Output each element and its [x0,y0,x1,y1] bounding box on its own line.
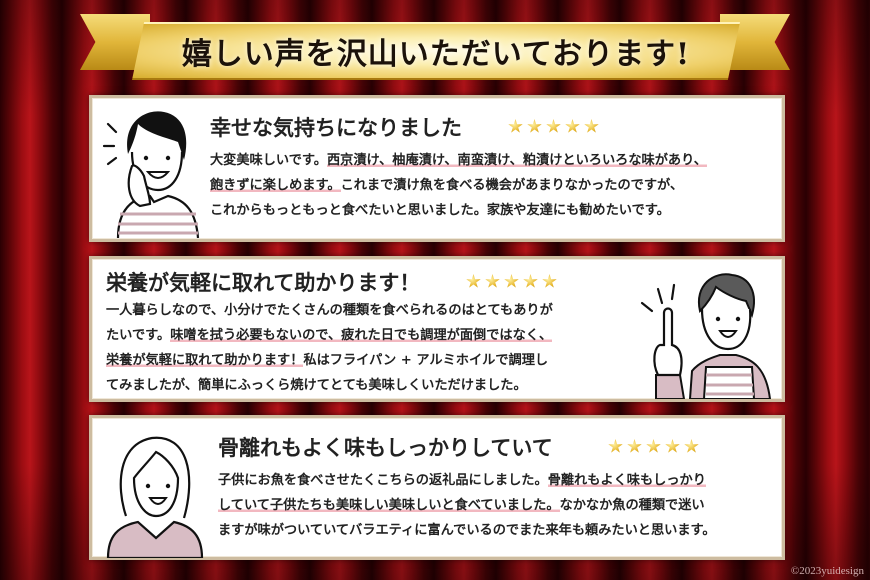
rating-stars [508,119,599,134]
star-icon [504,274,519,288]
avatar-man-pointing-icon [640,273,772,399]
ribbon-banner: 嬉しい声を沢山いただいております! [132,22,740,80]
review-card-3: 骨離れもよく味もしっかりしていて 子供にお魚を食べさせたくこちらの返礼品にしまし… [89,415,785,560]
star-icon [466,274,481,288]
review-text: てみましたが、簡単にふっくら焼けてとても美味しくいただけました。 [106,378,527,393]
review-text: これからもっともっと食べたいと思いました。家族や友達にも勧めたいです。 [210,203,670,218]
highlighted-text: 栄養が気軽に取れて助かります！ [106,353,304,368]
review-title: 幸せな気持ちになりました [210,115,462,140]
highlighted-text: 骨離れもよく味もしっかり [547,473,706,488]
star-icon [542,274,557,288]
star-icon [546,119,561,133]
star-icon [527,119,542,133]
star-icon [485,274,500,288]
star-icon [646,439,661,453]
review-title: 栄養が気軽に取れて助かります！ [106,270,421,295]
highlighted-text: 味噌を拭う必要もないので、疲れた日でも調理が面倒ではなく、 [170,328,553,343]
review-text: たいです。 [106,328,171,343]
review-body: 一人暮らしなので、小分けでたくさんの種類を食べられるのはとてもありが たいです。… [106,298,646,398]
review-text: 一人暮らしなので、小分けでたくさんの種類を食べられるのはとてもありが [106,303,553,318]
review-card-2: 栄養が気軽に取れて助かります！ 一人暮らしなので、小分けでたくさんの種類を食べら… [89,256,785,402]
review-text: 大変美味しいです。 [210,153,327,168]
star-icon [584,119,599,133]
star-icon [627,439,642,453]
review-text: 子供にお魚を食べさせたくこちらの返礼品にしました。 [218,473,548,488]
star-icon [565,119,580,133]
avatar-woman-long-hair-icon [106,436,204,558]
star-icon [523,274,538,288]
review-body: 子供にお魚を食べさせたくこちらの返礼品にしました。骨離れもよく味もしっかり して… [218,468,783,543]
review-title: 骨離れもよく味もしっかりしていて [218,435,553,460]
highlighted-text: 西京漬け、柚庵漬け、南蛮漬け、粕漬けといろいろな味があり、 [326,153,707,168]
rating-stars [608,439,699,454]
review-card-1: 幸せな気持ちになりました 大変美味しいです。西京漬け、柚庵漬け、南蛮漬け、粕漬け… [89,95,785,242]
review-body: 大変美味しいです。西京漬け、柚庵漬け、南蛮漬け、粕漬けといろいろな味があり、 飽… [210,148,780,223]
highlighted-text: 飽きずに楽しめます。 [210,178,341,193]
highlighted-text: していて子供たちも美味しい美味しいと食べていました。 [218,498,560,513]
review-text: これまで漬け魚を食べる機会があまりなかったのですが、 [340,178,684,193]
page-title: 嬉しい声を沢山いただいております! [181,37,691,72]
review-text: なかなか魚の種類で迷い [559,498,705,513]
rating-stars [466,274,557,289]
copyright-text: ©2023yuidesign [790,565,864,577]
star-icon [665,439,680,453]
review-text: ますが味がついていてバラエティに富んでいるのでまた来年も頼みたいと思います。 [218,523,716,538]
star-icon [508,119,523,133]
avatar-woman-hand-on-cheek-icon [102,111,200,238]
title-ribbon: 嬉しい声を沢山いただいております! [0,0,870,90]
review-text: 私はフライパン + アルミホイルで調理し [303,353,549,368]
star-icon [608,439,623,453]
star-icon [684,439,699,453]
